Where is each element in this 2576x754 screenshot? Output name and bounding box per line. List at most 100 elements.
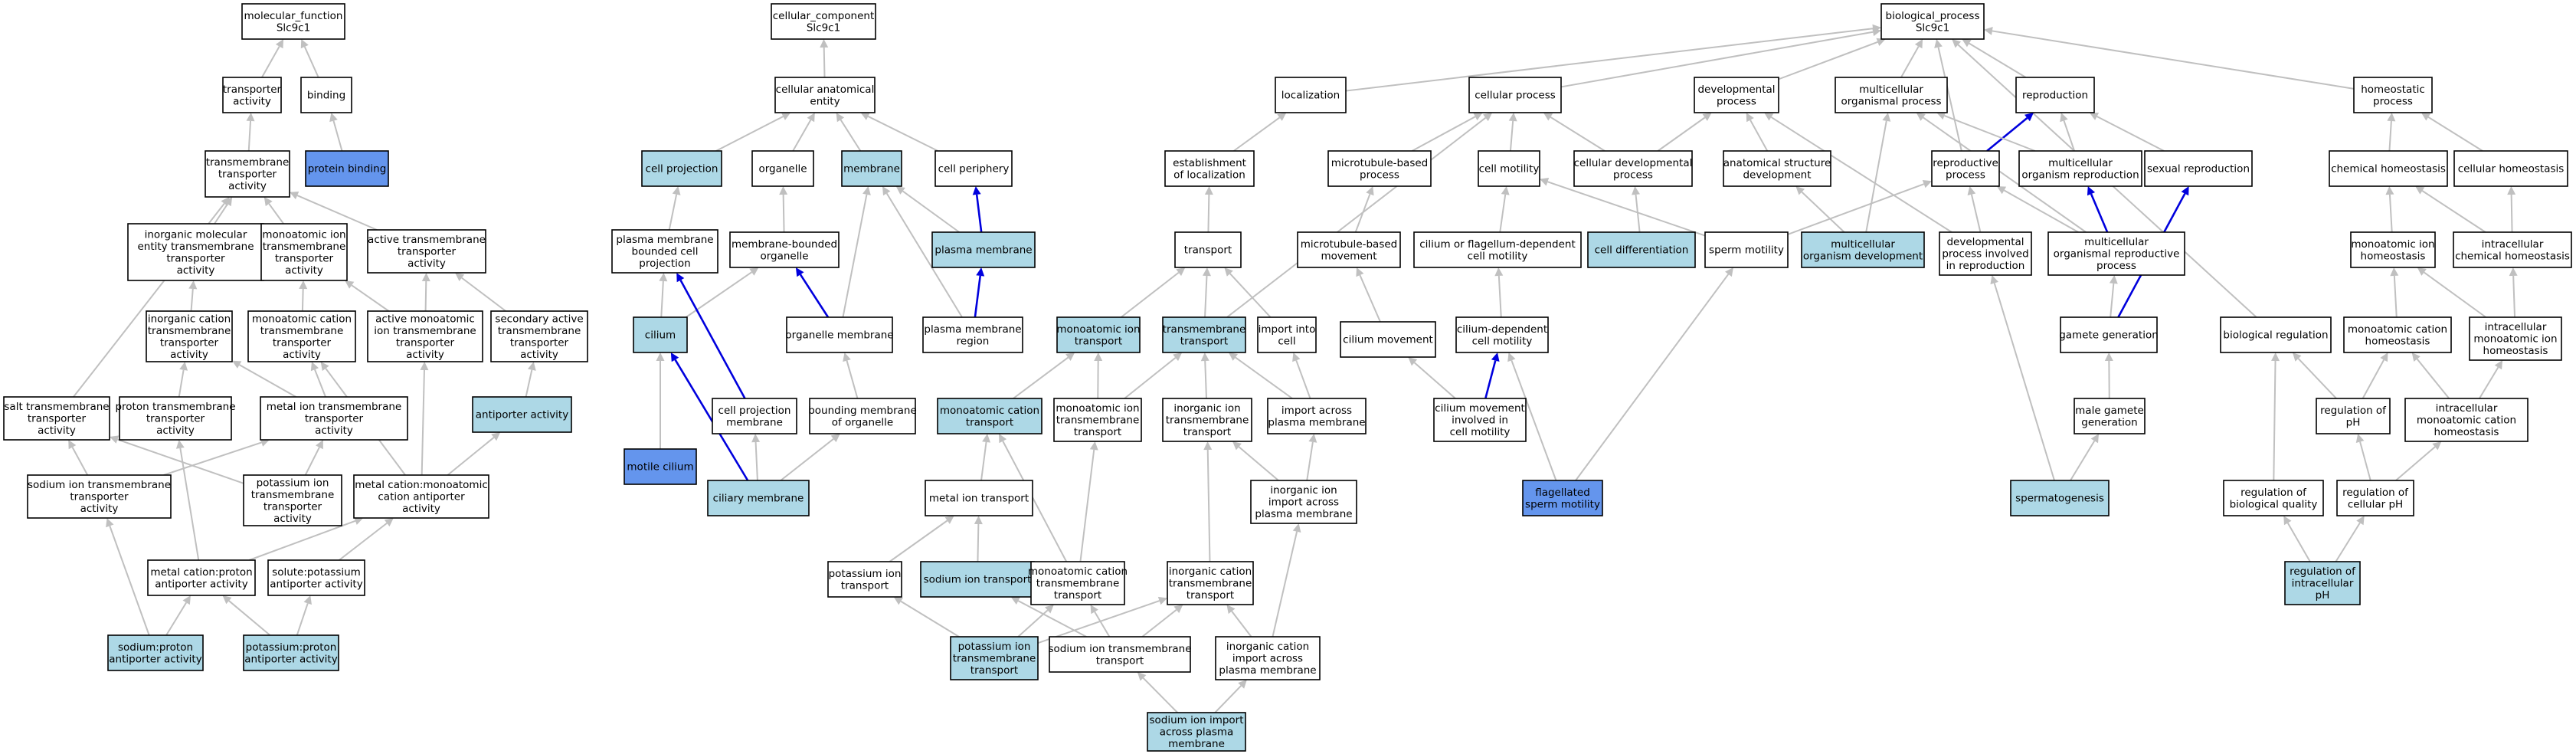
go-term-secactive[interactable]: secondary activetransmembranetransporter… [490,310,588,362]
go-term-gametegen[interactable]: gamete generation [2059,316,2159,353]
go-term-ciliarymem[interactable]: ciliary membrane [707,480,810,516]
go-term-orgmem[interactable]: organelle membrane [785,316,894,353]
go-term-sexrep[interactable]: sexual reproduction [2144,150,2253,187]
go-term-sodiumtm[interactable]: sodium ion transmembranetransporteractiv… [27,474,172,519]
go-term-transport[interactable]: transport [1174,231,1242,268]
go-term-label: monoatomic cation [940,405,1039,417]
go-term-protbind[interactable]: protein binding [305,150,389,187]
go-term-cilium[interactable]: cilium [633,316,688,353]
go-term-antiporter[interactable]: antiporter activity [472,396,572,433]
go-term-metaliontransport[interactable]: metal ion transport [925,480,1033,516]
go-term-cellproc[interactable]: cellular process [1468,77,1562,113]
go-term-spermatogenesis[interactable]: spermatogenesis [2010,480,2110,516]
go-term-celldiff[interactable]: cell differentiation [1587,231,1696,268]
go-term-binding[interactable]: binding [300,77,352,113]
go-term-potassiumtm[interactable]: potassium iontransmembranetransporteract… [243,474,342,526]
go-term-sodiontransport[interactable]: sodium ion transport [920,561,1035,598]
go-term-reproduction[interactable]: reproduction [2015,77,2095,113]
go-term-plasmamem[interactable]: plasma membrane [931,231,1036,268]
go-term-metaliontm[interactable]: metal ion transmembranetransporteractivi… [260,396,408,441]
go-term-cellproj[interactable]: cell projection [641,150,722,187]
go-term-inorgcat[interactable]: inorganic cationtransmembranetransporter… [146,310,233,362]
go-term-cellhomeo[interactable]: cellular homeostasis [2453,150,2568,187]
go-term-organelle[interactable]: organelle [751,150,814,187]
edge-sodproton-to-metalproton [165,595,191,636]
go-term-ciliummove[interactable]: cilium movement [1340,321,1436,358]
go-term-cellmot[interactable]: cell motility [1478,150,1540,187]
go-term-monoion[interactable]: monoatomic iontransmembranetransporterac… [260,223,348,281]
go-term-cellperiph[interactable]: cell periphery [934,150,1013,187]
go-term-motile[interactable]: motile cilium [624,448,697,485]
go-term-chemhomeo[interactable]: chemical homeostasis [2329,150,2448,187]
go-term-localization[interactable]: localization [1275,77,1347,113]
go-term-spermmot[interactable]: sperm motility [1704,231,1789,268]
go-term-membrane[interactable]: membrane [841,150,902,187]
go-term-biolreg[interactable]: biological regulation [2220,316,2332,353]
go-term-monocat[interactable]: monoatomic cationtransmembranetransporte… [247,310,356,362]
